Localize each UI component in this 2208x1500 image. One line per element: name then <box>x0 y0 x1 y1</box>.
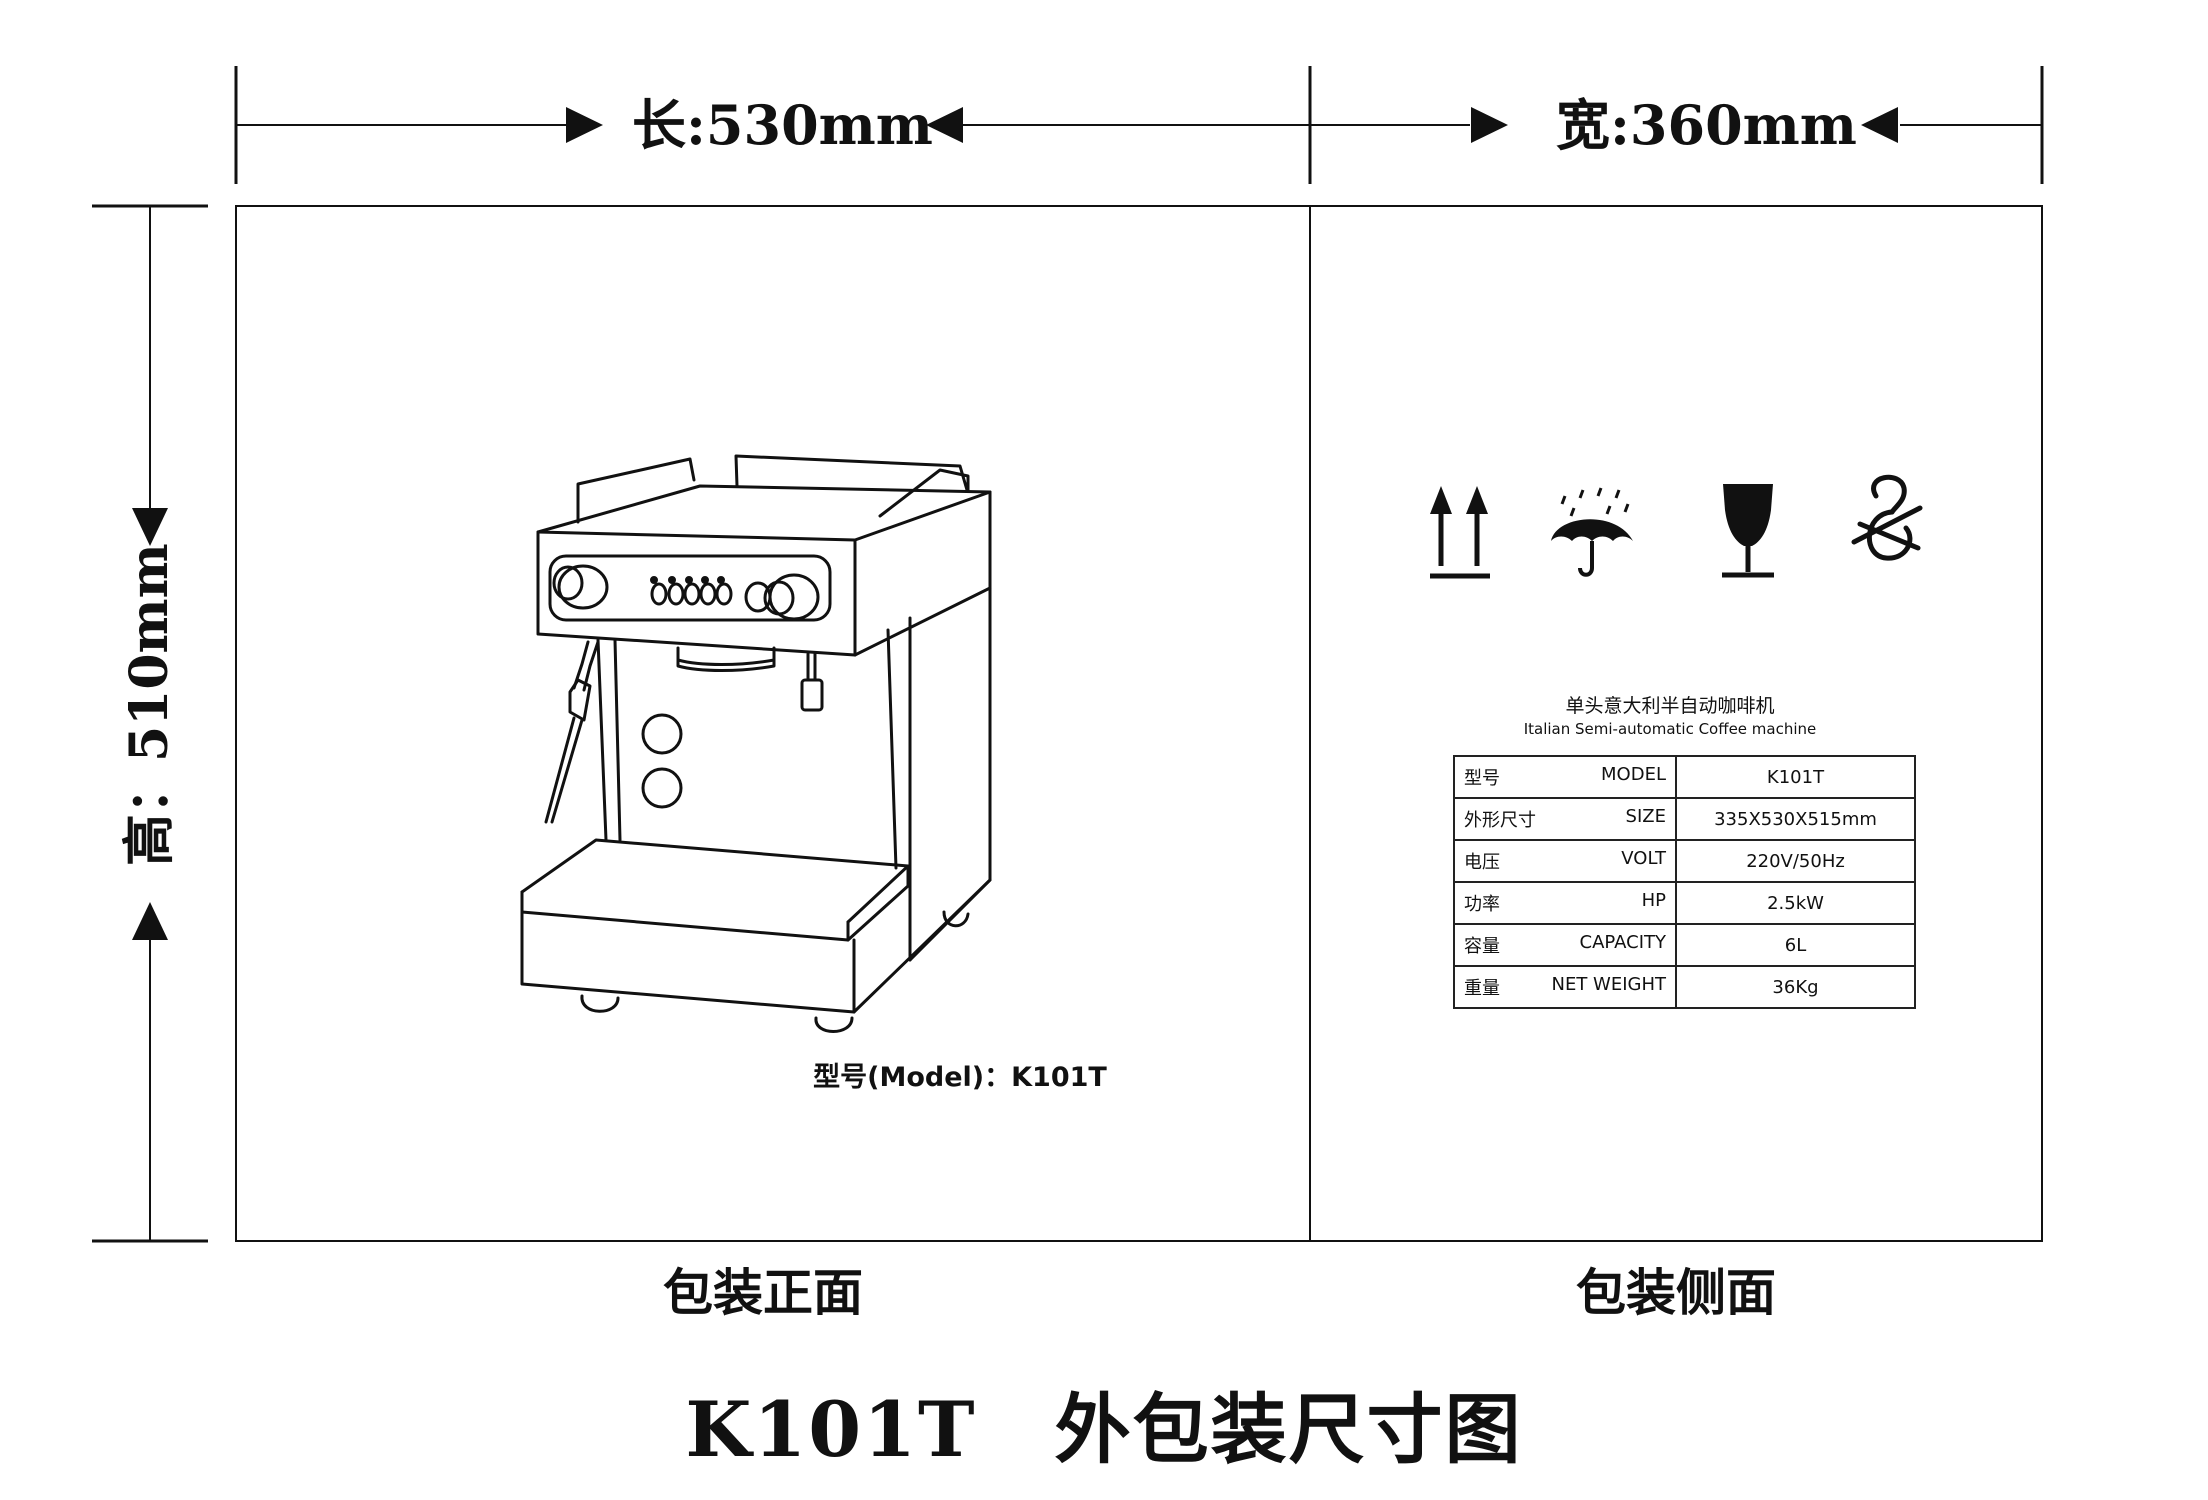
table-row: 外形尺寸 SIZE 335X530X515mm <box>1453 797 1916 841</box>
spec-value: 220V/50Hz <box>1675 839 1916 883</box>
spec-label-en: CAPACITY <box>1579 932 1666 953</box>
spec-value: 36Kg <box>1675 965 1916 1009</box>
spec-label-cn: 重量 <box>1464 978 1500 999</box>
spec-value: 2.5kW <box>1675 881 1916 925</box>
this-way-up-icon <box>1430 486 1490 579</box>
side-panel-outline <box>1309 205 2043 1242</box>
spec-label-en: VOLT <box>1621 848 1666 869</box>
height-label: 高：510mm <box>119 543 180 866</box>
table-row: 电压 VOLT 220V/50Hz <box>1453 839 1916 883</box>
width-arrow-left <box>1861 107 1898 143</box>
fragile-icon <box>1722 484 1774 578</box>
keep-dry-icon <box>1551 487 1633 577</box>
spec-value: 335X530X515mm <box>1675 797 1916 841</box>
side-panel-caption: 包装侧面 <box>1576 1263 1776 1322</box>
spec-label-cn: 功率 <box>1464 894 1500 915</box>
product-title: 单头意大利半自动咖啡机 <box>1565 695 1775 717</box>
length-arrow-right <box>566 107 603 143</box>
coffee-machine-drawing <box>520 454 992 1033</box>
spec-label-en: MODEL <box>1601 764 1666 785</box>
spec-label-cn: 容量 <box>1464 936 1500 957</box>
length-arrow-left <box>926 107 963 143</box>
spec-value: K101T <box>1675 755 1916 799</box>
width-label: 宽:360mm <box>1556 93 1857 157</box>
table-row: 重量 NET WEIGHT 36Kg <box>1453 965 1916 1009</box>
spec-label-cn: 型号 <box>1464 768 1500 789</box>
page-title: K101T 外包装尺寸图 <box>685 1385 1523 1474</box>
table-row: 功率 HP 2.5kW <box>1453 881 1916 925</box>
height-arrow-down <box>132 508 168 546</box>
length-label: 长:530mm <box>632 93 933 157</box>
product-subtitle: Italian Semi-automatic Coffee machine <box>1523 720 1817 738</box>
width-arrow-right <box>1471 107 1508 143</box>
table-row: 容量 CAPACITY 6L <box>1453 923 1916 967</box>
front-panel-caption: 包装正面 <box>663 1263 863 1322</box>
spec-label-en: HP <box>1641 890 1666 911</box>
spec-table: 型号 MODEL K101T 外形尺寸 SIZE 335X530X515mm 电压 V… <box>1453 755 1916 1009</box>
spec-label-cn: 外形尺寸 <box>1464 810 1536 831</box>
spec-label-cn: 电压 <box>1464 852 1500 873</box>
no-hooks-icon <box>1851 474 1923 561</box>
table-row: 型号 MODEL K101T <box>1453 755 1916 799</box>
spec-label-en: NET WEIGHT <box>1551 974 1666 995</box>
model-caption: 型号(Model)：K101T <box>813 1062 1107 1093</box>
spec-label-en: SIZE <box>1625 806 1666 827</box>
height-arrow-up <box>132 902 168 940</box>
spec-value: 6L <box>1675 923 1916 967</box>
